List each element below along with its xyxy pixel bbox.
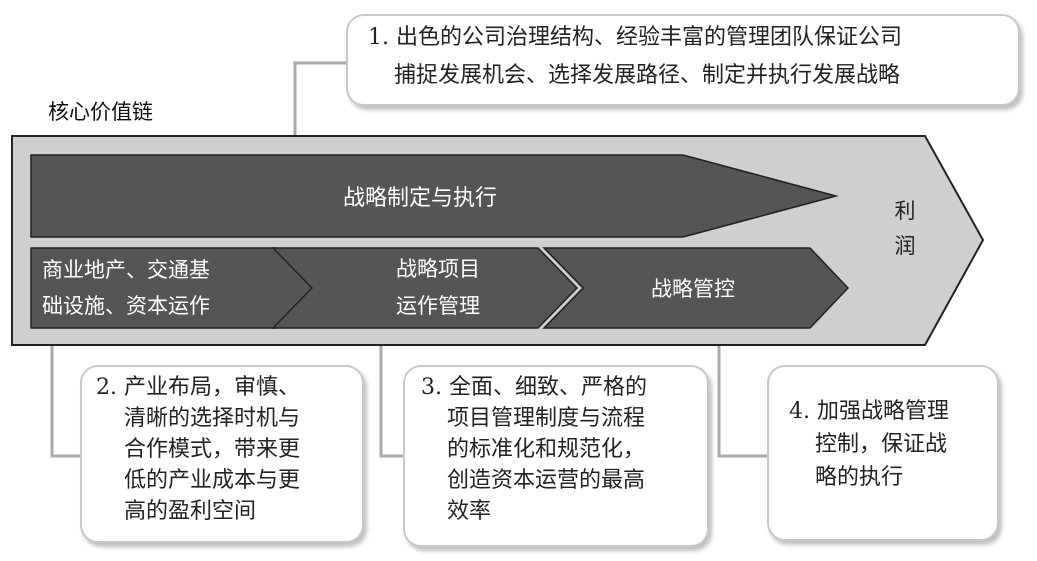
- segment-1-line-1: 商业地产、交通基: [42, 258, 210, 282]
- callout-3-line-3: 的标准化和规范化，: [447, 437, 646, 462]
- callout-box-1: [346, 14, 1020, 106]
- value-chain-title: 核心价值链: [48, 100, 153, 124]
- connector-line-4: [717, 330, 767, 458]
- callout-1-line-1: 1. 出色的公司治理结构、经验丰富的管理团队保证公司: [368, 25, 902, 50]
- connector-line-2: [50, 330, 80, 458]
- segment-chevron-2: [271, 247, 579, 329]
- segment-3-line-1: 战略管控: [651, 277, 735, 301]
- segment-2-line-1: 战略项目: [396, 257, 480, 281]
- segment-1-line-2: 础设施、资本运作: [42, 294, 210, 318]
- callout-1-line-2: 捕捉发展机会、选择发展路径、制定并执行发展战略: [394, 63, 901, 88]
- profit-label-2: 润: [895, 234, 916, 258]
- callout-4-line-3: 略的执行: [815, 465, 904, 490]
- callout-4-line-2: 控制，保证战: [815, 432, 948, 457]
- segment-chevron-3: [542, 247, 850, 329]
- callout-box-4: [767, 365, 999, 541]
- callout-2-line-1: 2. 产业布局，审慎、: [96, 375, 300, 400]
- segment-2-line-2: 运作管理: [396, 294, 480, 318]
- connector-line-3: [379, 330, 403, 458]
- callout-2-line-4: 低的产业成本与更: [124, 468, 301, 493]
- callout-box-3: [403, 365, 709, 547]
- callout-3-line-4: 创造资本运营的最高: [447, 468, 646, 493]
- strategy-arrow: [30, 154, 839, 238]
- callout-2-line-2: 清晰的选择时机与: [124, 406, 301, 431]
- profit-label-1: 利: [895, 199, 916, 223]
- callout-box-2: [80, 365, 364, 543]
- callout-4-line-1: 4. 加强战略管理: [789, 399, 949, 424]
- callout-3-line-1: 3. 全面、细致、严格的: [421, 375, 647, 400]
- callout-2-line-3: 合作模式，带来更: [124, 437, 301, 462]
- callout-3-line-5: 效率: [447, 499, 492, 524]
- callout-2-line-5: 高的盈利空间: [124, 499, 257, 524]
- callout-3-line-2: 项目管理制度与流程: [447, 406, 646, 431]
- strategy-arrow-label: 战略制定与执行: [343, 186, 497, 211]
